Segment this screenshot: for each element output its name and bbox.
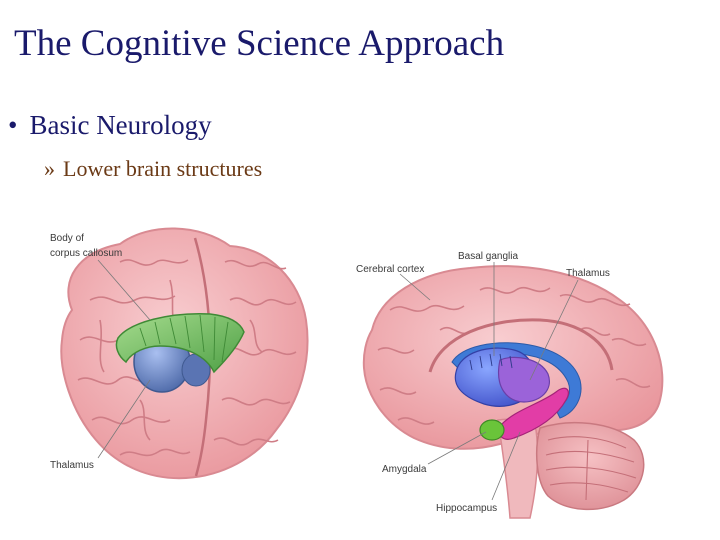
label-left-thalamus: Thalamus <box>50 460 94 471</box>
label-basal-ganglia: Basal ganglia <box>458 251 518 262</box>
label-body-of: Body of <box>50 233 84 244</box>
label-corpus-callosum: corpus callosum <box>50 248 122 259</box>
right-cerebellum <box>537 423 644 510</box>
right-brain-figure: Cerebral cortex Basal ganglia Thalamus A… <box>356 251 662 518</box>
label-cerebral-cortex: Cerebral cortex <box>356 264 424 275</box>
right-amygdala <box>480 420 504 440</box>
left-brain-figure: Body of corpus callosum Thalamus <box>50 228 308 478</box>
label-amygdala: Amygdala <box>382 464 427 475</box>
label-hippocampus: Hippocampus <box>436 503 497 514</box>
label-right-thalamus: Thalamus <box>566 268 610 279</box>
